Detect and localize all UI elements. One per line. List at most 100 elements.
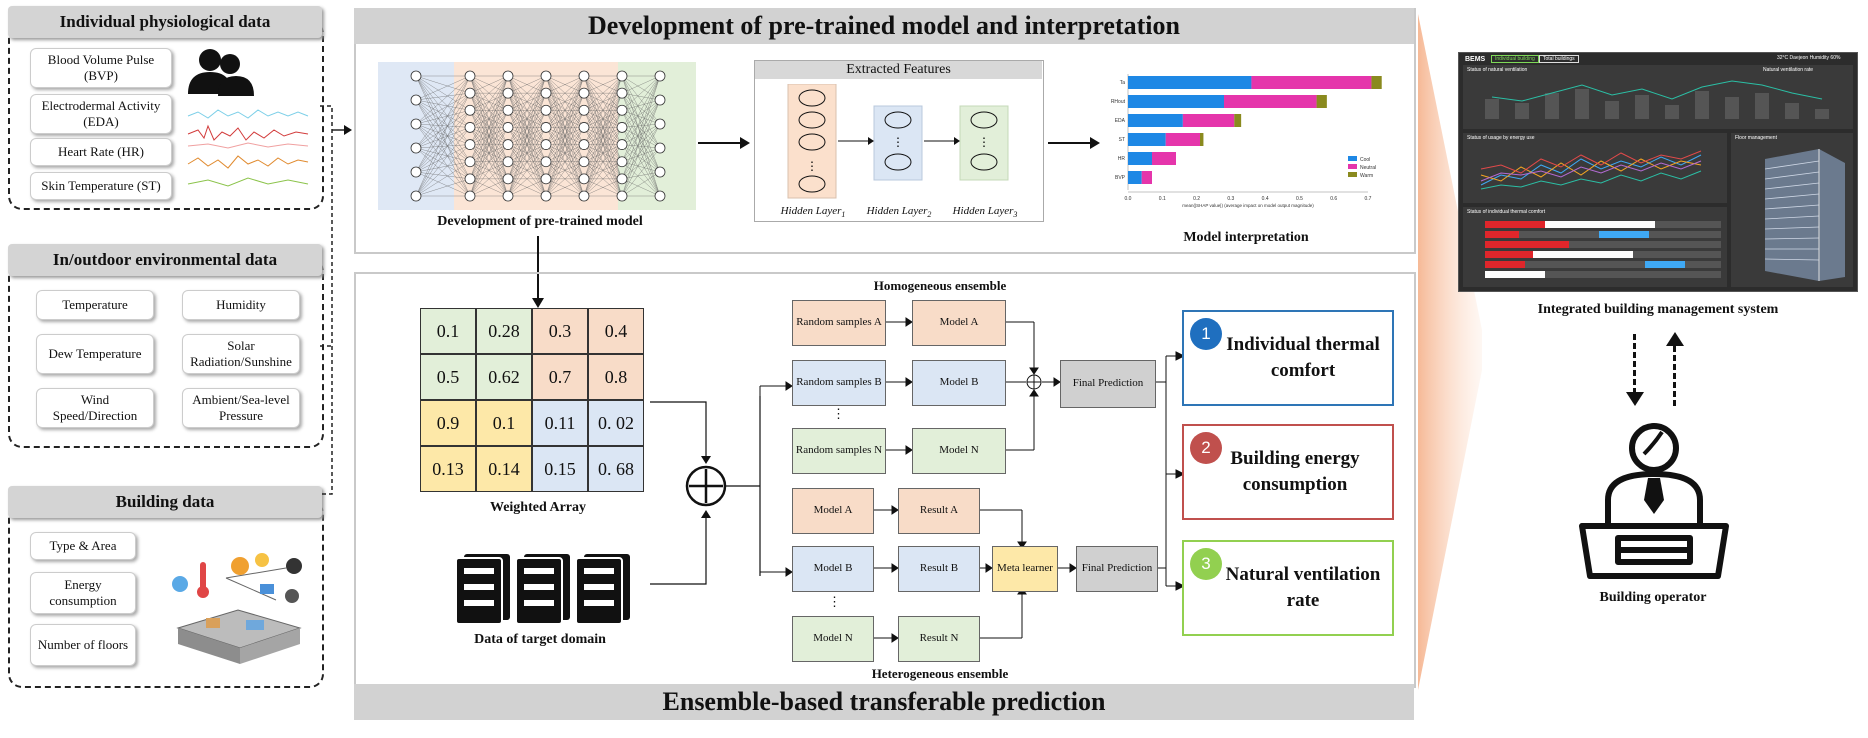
array-cell: 0.5 [420,354,476,400]
bems-vent-legend: Natural ventilation rate [1763,67,1814,73]
nn-node [616,139,628,150]
dash-down-arrow [1633,334,1636,394]
eda-signal-2 [187,142,309,149]
nn-node [578,122,590,133]
nn-node [616,70,628,82]
nn-node [464,139,476,150]
svg-text:⋮: ⋮ [892,135,904,149]
shap-category-label: ST [1119,137,1125,143]
light-icon [255,553,269,567]
nn-node [654,70,666,82]
output-energy: Building energy consumption [1182,424,1394,520]
shap-x-tick: 0.7 [1365,196,1372,202]
bems-dashboard: BEMS Individual building Total buildings… [1458,52,1858,292]
bottom-banner: Ensemble-based transferable prediction [354,684,1414,720]
water-drop-icon [172,576,188,592]
down-arrowhead [1626,392,1644,406]
shap-category-label: EDA [1115,118,1126,124]
ibms-caption: Integrated building management system [1537,302,1779,317]
operator-icon [1579,423,1729,579]
eda-signal [187,124,309,141]
operator-caption: Building operator [1599,590,1707,605]
nn-node [464,156,476,168]
gear-icon [231,557,249,575]
array-cell: 0.14 [476,446,532,492]
shap-bar [1152,152,1176,165]
nn-node [540,190,552,202]
nn-node [654,142,666,154]
chip-wind: Wind Speed/Direction [36,388,154,428]
nn-node [502,190,514,202]
bems-comfort-panel: Status of individual thermal comfort [1463,207,1727,287]
nn-node [464,173,476,185]
array-cell: 0.13 [420,446,476,492]
nn-node [502,173,514,185]
arrow-to-features [698,137,750,149]
shap-legend-swatch [1348,156,1357,161]
chip-humidity: Humidity [182,290,300,320]
homo-sample-a: Random samples A [792,300,886,346]
shap-x-tick: 0.1 [1159,196,1166,202]
array-cell: 0.62 [476,354,532,400]
hidden-layer-3-label: Hidden Layer3 [952,205,1018,220]
chip-energy: Energy consumption [30,572,136,614]
array-cell: 0.7 [532,354,588,400]
nn-node [578,139,590,150]
nn-node [616,156,628,168]
shap-bar [1182,114,1235,127]
nn-node [410,70,422,82]
device-icon [260,584,274,594]
nn-node [410,94,422,106]
hr-signal [187,155,309,169]
hetero-model-a: Model A [792,488,874,534]
shap-bar [1234,114,1242,127]
nn-node [540,87,552,99]
shap-legend-swatch [1348,172,1357,177]
array-cell: 0.1 [476,400,532,446]
nn-node [654,190,666,202]
chip-type-area: Type & Area [30,532,136,560]
top-banner: Development of pre-trained model and int… [354,8,1414,44]
nn-node [578,87,590,99]
weighted-array: 0.1 0.28 0.3 0.4 0.5 0.62 0.7 0.8 0.9 0.… [420,308,650,496]
bems-floor-title: Floor management [1735,135,1777,141]
bems-vent-panel: Status of natural ventilation Natural ve… [1463,65,1853,129]
up-arrowhead [1666,332,1684,346]
nn-node [540,139,552,150]
chip-floors: Number of floors [30,624,136,666]
nn-node [502,139,514,150]
shap-legend-label: Warm [1360,173,1373,179]
nn-node [540,104,552,116]
bems-vent-title: Status of natural ventilation [1467,67,1528,73]
svg-text:⋮: ⋮ [978,135,990,149]
shap-bar [1141,171,1152,184]
bems-tab-total[interactable]: Total buildings [1539,55,1579,63]
shap-legend-label: Neutral [1360,165,1376,171]
nn-node [502,87,514,99]
nn-node [616,122,628,133]
nn-node [578,156,590,168]
homo-model-a: Model A [912,300,1006,346]
homo-sample-b: Random samples B [792,360,886,406]
chip-temperature: Temperature [36,290,154,320]
hetero-result-b: Result B [898,546,980,592]
nn-node [540,173,552,185]
array-cell: 0.3 [532,308,588,354]
shap-x-tick: 0.4 [1262,196,1269,202]
nn-node [502,122,514,133]
shap-category-label: BVP [1115,175,1126,181]
bems-energy-title: Status of usage by energy use [1467,135,1535,141]
array-cell: 0.8 [588,354,644,400]
thermometer-icon [200,562,206,590]
hetero-model-b: Model B [792,546,874,592]
nn-node [410,142,422,154]
nn-node [464,190,476,202]
interp-caption: Model interpretation [1183,230,1309,245]
shap-bar [1128,171,1142,184]
bems-floor-panel: Floor management [1731,133,1853,287]
bems-vent-chart [1485,80,1829,119]
bems-tab-individual[interactable]: Individual building [1491,55,1539,63]
building-title: Building data [8,486,322,518]
nn-node [654,94,666,106]
